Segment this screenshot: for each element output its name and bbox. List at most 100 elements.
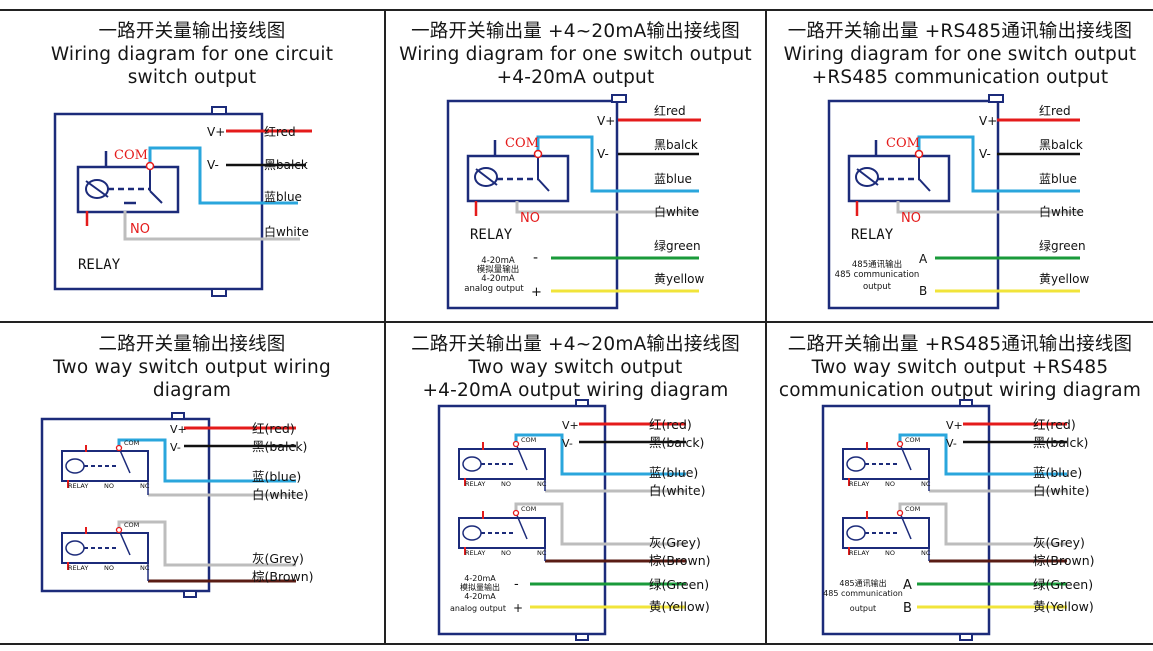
- relay-2-nc-label: NC: [537, 549, 547, 557]
- aux-minus-label: -: [533, 250, 538, 266]
- aux-minus-label: -: [514, 577, 519, 592]
- relay-2-com-label: COM: [124, 521, 139, 529]
- panel-one-switch-4-20ma: 一路开关输出量 +4~20mA输出接线图 Wiring diagram for …: [386, 11, 765, 321]
- aux-minus-label: A: [919, 252, 928, 266]
- wire-label-brown: 棕(Brown): [649, 553, 711, 568]
- wire-label-blue: 蓝(blue): [649, 465, 698, 480]
- v-minus-label: V-: [597, 147, 609, 161]
- title-english-line-1: Wiring diagram for one switch output: [783, 44, 1137, 65]
- wire-label-red: 红red: [1039, 103, 1071, 118]
- title-english-line-1: Two way switch output wiring: [53, 357, 331, 378]
- panel-two-way-4-20ma: 二路开关输出量 +4~20mA输出接线图 Two way switch outp…: [386, 323, 765, 643]
- relay-1-nc-label: NC: [921, 480, 931, 488]
- device-box: [437, 404, 607, 636]
- device-box: [821, 404, 991, 636]
- relay-2-nc-label: NC: [921, 549, 931, 557]
- relay-1-com-label: COM: [905, 436, 920, 444]
- relay-1-body: [458, 448, 546, 480]
- panel-title: 二路开关输出量 +4~20mA输出接线图 Two way switch outp…: [386, 333, 765, 402]
- wire-label-red: 红red: [264, 124, 296, 139]
- panel-two-way-rs485: 二路开关输出量 +RS485通讯输出接线图 Two way switch out…: [767, 323, 1153, 643]
- wire-label-white: 白(white): [649, 483, 705, 498]
- title-chinese: 二路开关量输出接线图: [98, 334, 286, 355]
- relay-2-no-label: NO: [104, 564, 114, 572]
- wire-label-blue: 蓝(blue): [1033, 465, 1082, 480]
- title-english-line-2: +4-20mA output wiring diagram: [422, 380, 729, 401]
- v-plus-label: V+: [207, 125, 225, 139]
- relay-2-no-label: NO: [885, 549, 895, 557]
- relay-1-nc-label: NC: [537, 480, 547, 488]
- title-english-line-1: Two way switch output: [468, 357, 683, 378]
- mount-tab-top: [988, 94, 1004, 103]
- title-english-line-2: diagram: [152, 380, 232, 401]
- aux-plus-label: B: [903, 601, 912, 616]
- wire-label-black: 黑balck: [654, 138, 698, 152]
- com-label: COM: [886, 136, 920, 151]
- wire-label-black: 黑balck: [264, 158, 308, 172]
- title-english-line-2: switch output: [127, 67, 257, 88]
- aux-label-line-2: 485 communication: [823, 589, 903, 598]
- wire-label-black: 黑(balck): [252, 439, 307, 454]
- wire-label-green: 绿(Green): [649, 577, 709, 592]
- aux-label-line-4: analog output: [450, 604, 506, 613]
- com-label: COM: [505, 136, 539, 151]
- wire-label-green: 绿green: [654, 238, 701, 253]
- wiring-diagram-3: V+ V- COM NO RELAY 485通讯输出 485 communica…: [827, 94, 1089, 310]
- relay-2-body: [842, 517, 930, 549]
- wire-label-green: 绿green: [1039, 238, 1086, 253]
- wiring-diagram-6: V+ V- COM RELAY NO NC COM RELAY NO NC 48…: [821, 399, 1095, 641]
- blue-wire: [117, 438, 296, 483]
- device-box: [827, 99, 1000, 310]
- aux-label-line-4: analog output: [464, 284, 524, 294]
- relay-2-no-label: NO: [501, 549, 511, 557]
- title-english-line-2: +4-20mA output: [496, 67, 655, 88]
- v-plus-label: V+: [562, 419, 579, 432]
- panel-title: 一路开关量输出接线图 Wiring diagram for one circui…: [0, 20, 384, 89]
- v-plus-label: V+: [597, 114, 615, 128]
- wire-label-grey: 灰(Grey): [649, 535, 701, 550]
- mount-tab-bottom: [211, 288, 227, 297]
- device-box: [446, 99, 619, 310]
- aux-label-line-2: 485 communication: [835, 270, 920, 280]
- blue-wire: [536, 135, 699, 193]
- mount-tab-bottom: [959, 633, 973, 641]
- aux-label-line-2: 模拟量输出: [460, 582, 500, 592]
- aux-label-line-3: output: [850, 604, 876, 613]
- relay-1-body: [61, 450, 149, 482]
- v-minus-label: V-: [170, 441, 181, 454]
- panel-one-switch-rs485: 一路开关输出量 +RS485通讯输出接线图 Wiring diagram for…: [767, 11, 1153, 321]
- relay-2-nc-label: NC: [140, 564, 150, 572]
- wire-label-green: 绿(Green): [1033, 577, 1093, 592]
- v-minus-label: V-: [946, 437, 957, 450]
- v-minus-label: V-: [207, 158, 219, 172]
- mount-tab-bottom: [183, 590, 197, 598]
- panel-two-way: 二路开关量输出接线图 Two way switch output wiring …: [0, 323, 384, 643]
- relay-1-com-label: COM: [521, 436, 536, 444]
- relay-2-body: [458, 517, 546, 549]
- com-terminal: [533, 149, 543, 159]
- white-wire: [515, 201, 699, 214]
- relay-1-com-label: COM: [124, 439, 139, 447]
- wire-label-yellow: 黄yellow: [1039, 272, 1089, 286]
- wire-label-red: 红red: [654, 103, 686, 118]
- relay-1-no-label: NO: [885, 480, 895, 488]
- aux-label-line-1: 4-20mA: [464, 574, 496, 583]
- title-english-line-1: Two way switch output +RS485: [811, 357, 1109, 378]
- white-wire: [123, 211, 300, 241]
- wiring-diagram-2: V+ V- COM NO RELAY 4-20mA 模拟量输出 4-20mA a…: [446, 94, 704, 310]
- relay-1-relay-label: RELAY: [68, 482, 88, 490]
- aux-label-line-2: 模拟量输出: [477, 264, 520, 275]
- title-english-line-2: +RS485 communication output: [811, 67, 1109, 88]
- aux-label-line-3: 4-20mA: [481, 274, 515, 284]
- relay-2-body: [61, 532, 149, 564]
- title-chinese: 二路开关输出量 +4~20mA输出接线图: [411, 334, 740, 355]
- aux-plus-label: +: [531, 285, 542, 300]
- relay-2-relay-label: RELAY: [465, 549, 485, 557]
- device-box: [40, 417, 211, 593]
- v-minus-label: V-: [979, 147, 991, 161]
- no-label: NO: [520, 211, 540, 226]
- com-label: COM: [114, 148, 148, 163]
- blue-wire: [898, 433, 1067, 476]
- panel-title: 二路开关量输出接线图 Two way switch output wiring …: [0, 333, 384, 402]
